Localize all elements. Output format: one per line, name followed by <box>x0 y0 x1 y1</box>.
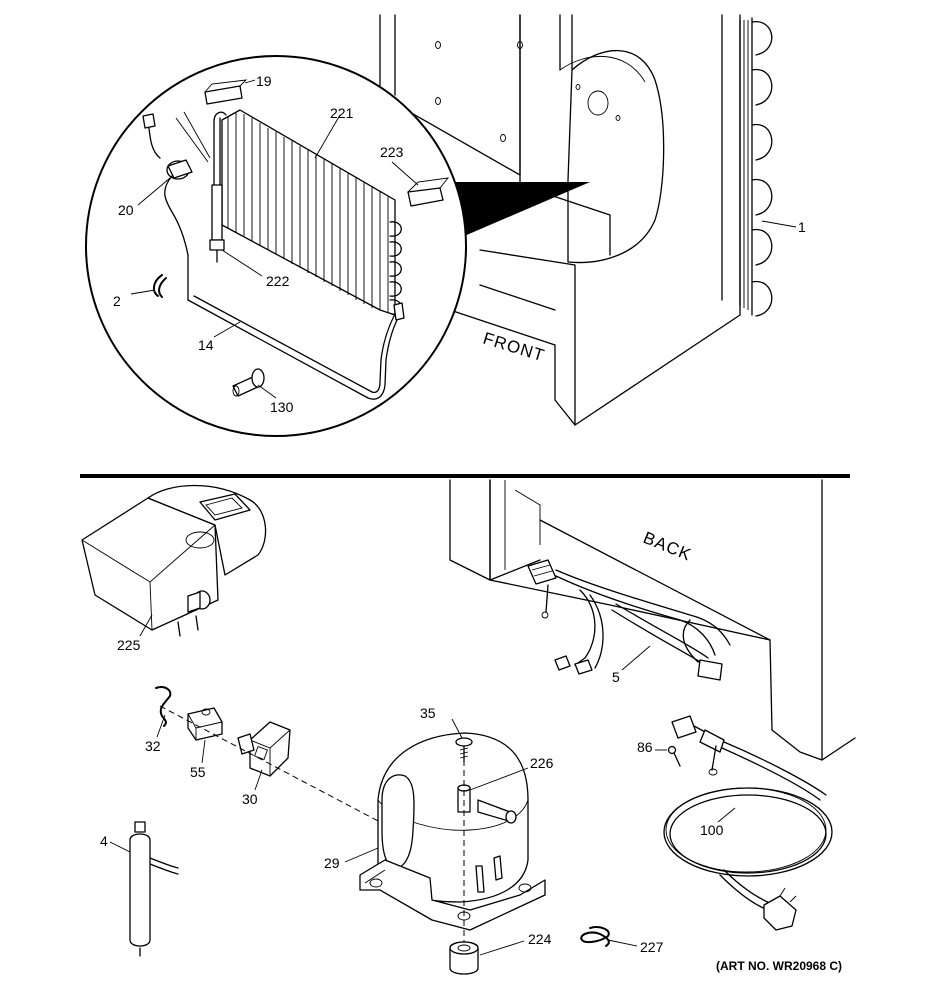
callout-223: 223 <box>380 144 404 160</box>
leader-lines <box>109 79 797 956</box>
callout-221: 221 <box>330 105 354 121</box>
callout-14: 14 <box>198 337 214 353</box>
icemaker-assembly-part-225 <box>81 484 267 637</box>
evaporator-block-part-223 <box>407 177 450 207</box>
callout-86: 86 <box>637 739 653 755</box>
mount-grommet-part-224 <box>449 941 479 975</box>
callout-20: 20 <box>118 202 134 218</box>
wire-part-32 <box>155 686 172 727</box>
callout-222: 222 <box>266 273 290 289</box>
callout-29: 29 <box>324 855 340 871</box>
fitting-part-130 <box>232 368 265 397</box>
callout-226: 226 <box>530 755 554 771</box>
cabinet-back-drawing: BACK <box>449 479 856 761</box>
overload-part-30 <box>237 721 291 777</box>
callout-100: 100 <box>700 822 724 838</box>
wiring-harness-part-5 <box>527 559 731 681</box>
condenser-coil-drawing <box>739 17 773 317</box>
callout-130: 130 <box>270 399 294 415</box>
back-stamp: BACK <box>641 528 695 564</box>
callout-227: 227 <box>640 939 664 955</box>
callout-5: 5 <box>612 669 620 685</box>
art-number: (ART NO. WR20968 C) <box>716 959 842 973</box>
front-stamp: FRONT <box>481 329 547 366</box>
sensor-part-222 <box>209 184 225 263</box>
callout-55: 55 <box>190 764 206 780</box>
callout-35: 35 <box>420 705 436 721</box>
screw-part-86 <box>667 745 681 767</box>
callout-32: 32 <box>145 738 161 754</box>
callout-30: 30 <box>242 791 258 807</box>
evaporator-detail-circle <box>85 55 467 437</box>
relay-part-55 <box>187 707 223 741</box>
screw-part-35 <box>455 737 473 763</box>
clip-part-2 <box>152 274 167 298</box>
compressor-part-29 <box>359 732 546 945</box>
callout-19: 19 <box>256 73 272 89</box>
alignment-guide <box>159 705 381 823</box>
callout-224: 224 <box>528 931 552 947</box>
callout-2: 2 <box>113 293 121 309</box>
evaporator-shield-part-19 <box>204 79 248 105</box>
callout-1: 1 <box>798 219 806 235</box>
callout-4: 4 <box>100 833 108 849</box>
freezer-cabinet-drawing: FRONT <box>379 14 773 426</box>
power-cord-part-100 <box>663 715 833 931</box>
clip-part-227 <box>580 926 610 947</box>
callout-225: 225 <box>117 637 141 653</box>
defrost-thermostat-part-20 <box>164 159 193 301</box>
drier-part-4 <box>129 821 179 957</box>
defrost-heater-part-14 <box>187 295 405 400</box>
